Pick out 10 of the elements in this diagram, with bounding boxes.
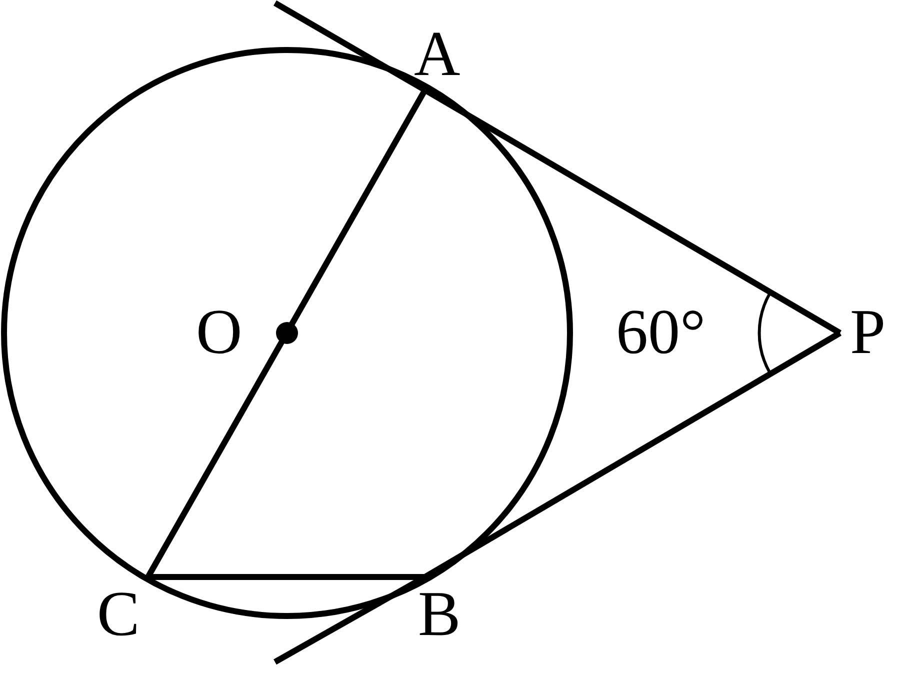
point-label: A [414,22,460,86]
angle-label: 60° [616,300,706,364]
point-label: B [418,582,461,646]
point-label: P [850,300,886,364]
line-segment [145,88,428,578]
point-label: C [97,582,140,646]
line-segment [148,574,425,580]
line-segment [423,330,842,580]
line-segment [423,87,842,336]
point-label: O [196,300,242,364]
